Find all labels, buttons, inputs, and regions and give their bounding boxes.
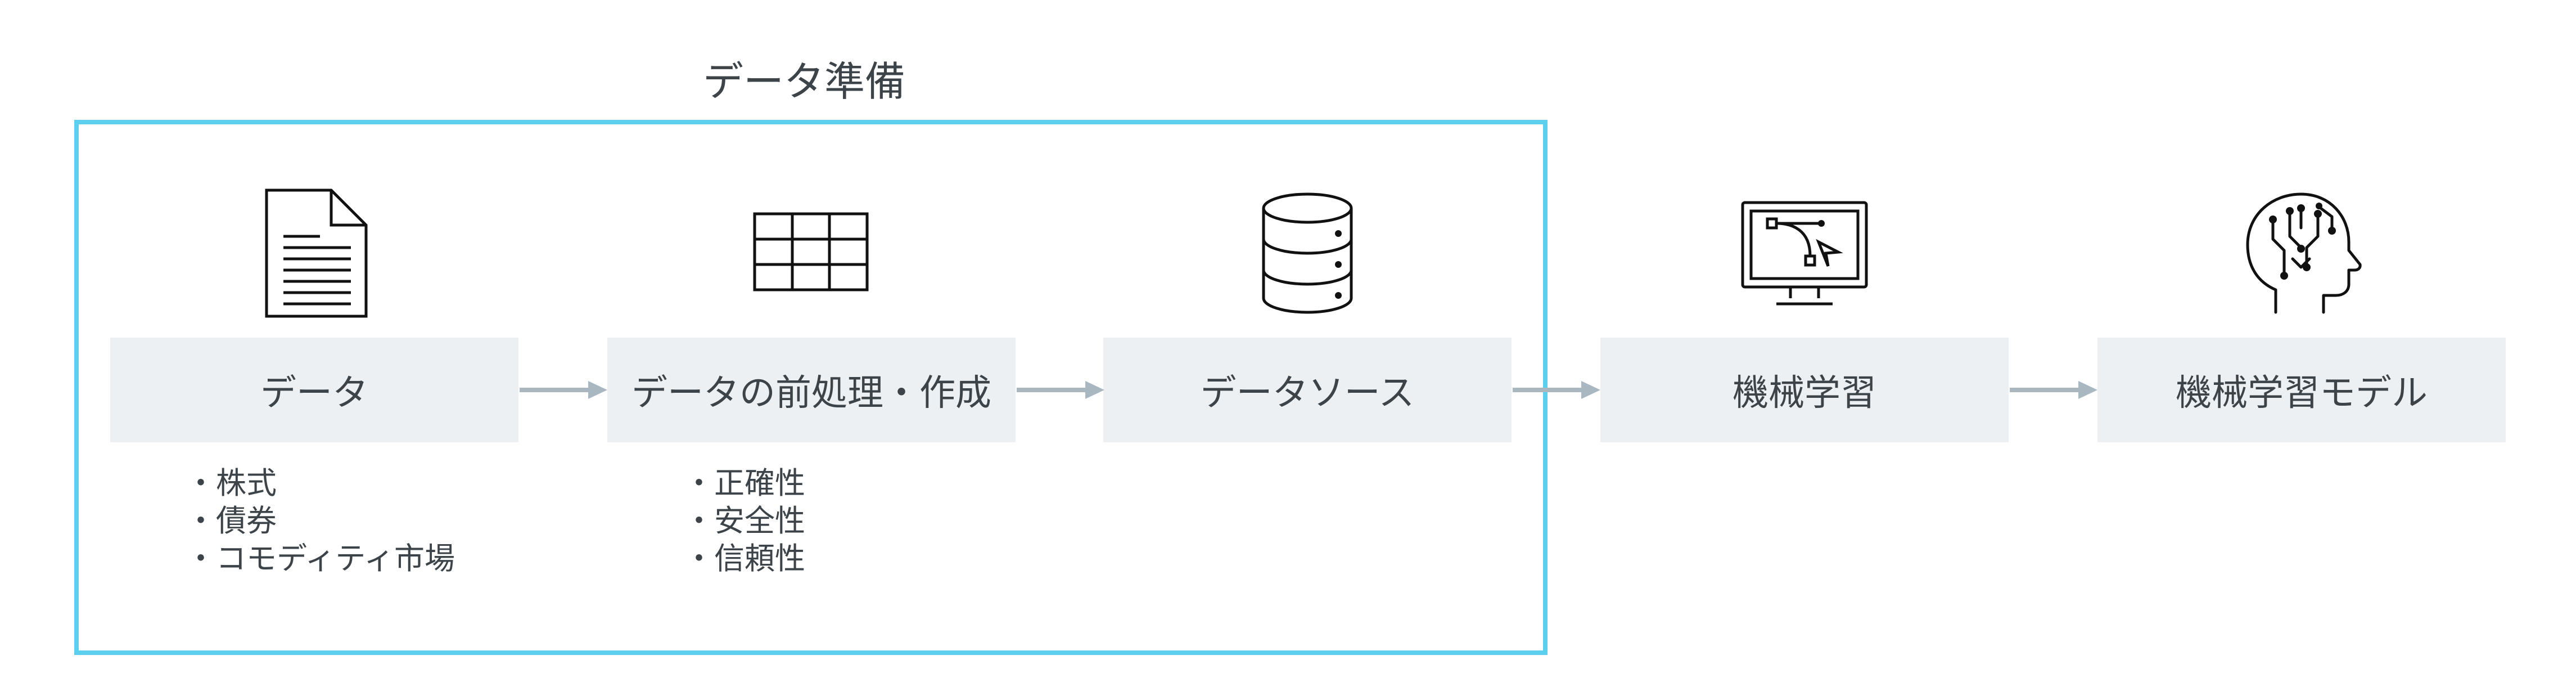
database-icon (1262, 192, 1353, 314)
step-machine-learning: 機械学習 (1600, 338, 2009, 442)
list-item: ・信頼性 (684, 541, 805, 576)
flow-arrow (1017, 381, 1104, 399)
data-preparation-frame (74, 120, 1548, 655)
flow-arrow (2010, 381, 2097, 399)
list-item: ・株式 (186, 465, 277, 501)
list-item: ・安全性 (684, 503, 805, 539)
step-data-source: データソース (1103, 338, 1512, 442)
step-label: 機械学習 (1733, 373, 1876, 414)
step-label: 機械学習モデル (2176, 373, 2428, 414)
step-label: データ (260, 373, 368, 414)
group-title: データ準備 (702, 58, 905, 105)
step-preprocessing: データの前処理・作成 (607, 338, 1016, 442)
step-data: データ (110, 338, 518, 442)
flow-arrow (520, 381, 607, 399)
table-grid-icon (753, 212, 869, 291)
step-ml-model: 機械学習モデル (2097, 338, 2506, 442)
list-item: ・コモディティ市場 (186, 541, 455, 576)
list-item: ・債券 (186, 503, 277, 539)
flow-arrow (1513, 381, 1600, 399)
step-label: データソース (1200, 373, 1415, 414)
ai-head-icon (2246, 192, 2362, 314)
list-item: ・正確性 (684, 465, 805, 501)
preprocessing-qualities-list: ・正確性 ・安全性 ・信頼性 (684, 464, 805, 577)
data-types-list: ・株式 ・債券 ・コモディティ市場 (186, 464, 455, 577)
document-icon (265, 189, 368, 318)
monitor-vector-icon (1741, 201, 1868, 306)
step-label: データの前処理・作成 (631, 373, 991, 414)
